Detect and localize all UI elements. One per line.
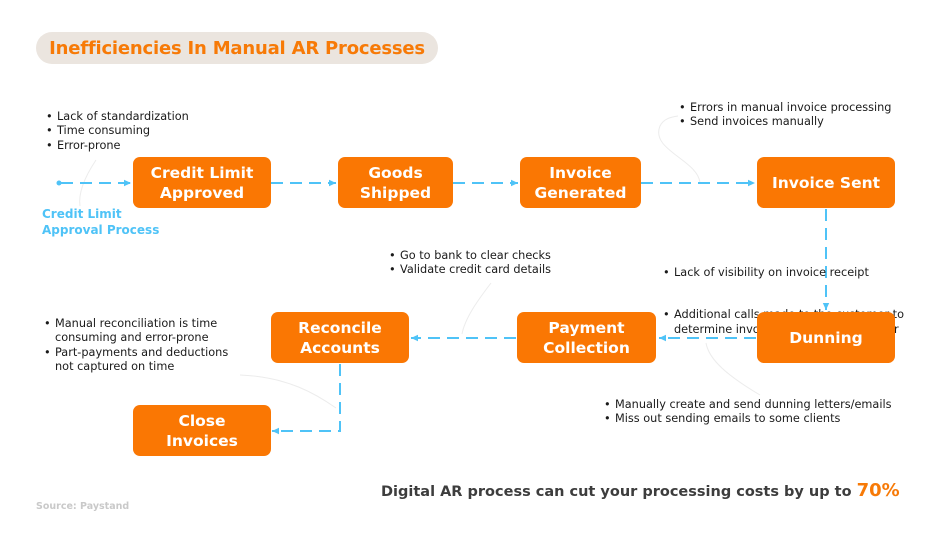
note-reconcile: Manual reconciliation is time consuming … (44, 317, 228, 374)
start-label: Credit Limit Approval Process (42, 206, 159, 238)
node-label: Invoice Sent (771, 173, 881, 192)
pointer-invoice-generated (658, 115, 701, 184)
footer-highlight: 70% (856, 480, 900, 501)
node-label: Generated (534, 183, 627, 202)
curly-pointers (79, 115, 761, 409)
note-payment-collection: Go to bank to clear checks Validate cred… (389, 249, 551, 278)
note-item: Lack of visibility on invoice receipt (663, 266, 904, 281)
node-label: Reconcile (298, 318, 382, 337)
note-invoice-generated: Errors in manual invoice processing Send… (679, 101, 891, 130)
note-item: Validate credit card details (389, 263, 551, 278)
source-credit: Source: Paystand (36, 501, 130, 512)
node-label: Shipped (359, 183, 432, 202)
node-label: Accounts (300, 338, 380, 357)
node-label: Credit Limit (150, 163, 254, 182)
node-label: Payment (548, 318, 625, 337)
note-item: Go to bank to clear checks (389, 249, 551, 264)
dashed-connectors (56, 179, 830, 435)
footer-statement: Digital AR process can cut your processi… (381, 480, 900, 501)
pointer-reconcile (239, 374, 337, 409)
start-label-line: Approval Process (42, 223, 160, 237)
footer-text: Digital AR process can cut your processi… (381, 484, 857, 500)
node-dunning[interactable]: Dunning (757, 312, 895, 363)
note-item: Error-prone (46, 139, 189, 154)
pointer-payment-collection (461, 282, 492, 335)
note-credit-limit: Lack of standardization Time consuming E… (46, 110, 189, 153)
node-invoice-sent[interactable]: Invoice Sent (757, 157, 895, 208)
node-label: Close (178, 411, 226, 430)
note-item: Manual reconciliation is time consuming … (44, 317, 228, 346)
node-label: Dunning (789, 328, 863, 347)
page-title: Inefficiencies In Manual AR Processes (36, 32, 438, 64)
node-label: Goods (368, 163, 423, 182)
note-item: Time consuming (46, 124, 189, 139)
pointer-dunning (705, 342, 761, 396)
start-dot (56, 180, 62, 186)
note-dunning: Manually create and send dunning letters… (604, 398, 892, 427)
start-label-line: Credit Limit (42, 207, 122, 221)
note-item: Errors in manual invoice processing (679, 101, 891, 116)
note-item: Send invoices manually (679, 115, 891, 130)
note-item: Miss out sending emails to some clients (604, 412, 892, 427)
note-item: Part-payments and deductions not capture… (44, 346, 228, 375)
node-label: Invoice (549, 163, 612, 182)
node-label: Collection (543, 338, 630, 357)
note-item: Lack of standardization (46, 110, 189, 125)
note-item: Manually create and send dunning letters… (604, 398, 892, 413)
node-label: Approved (159, 183, 245, 202)
node-label: Invoices (166, 431, 238, 450)
edge-reconcile-close (272, 364, 341, 435)
